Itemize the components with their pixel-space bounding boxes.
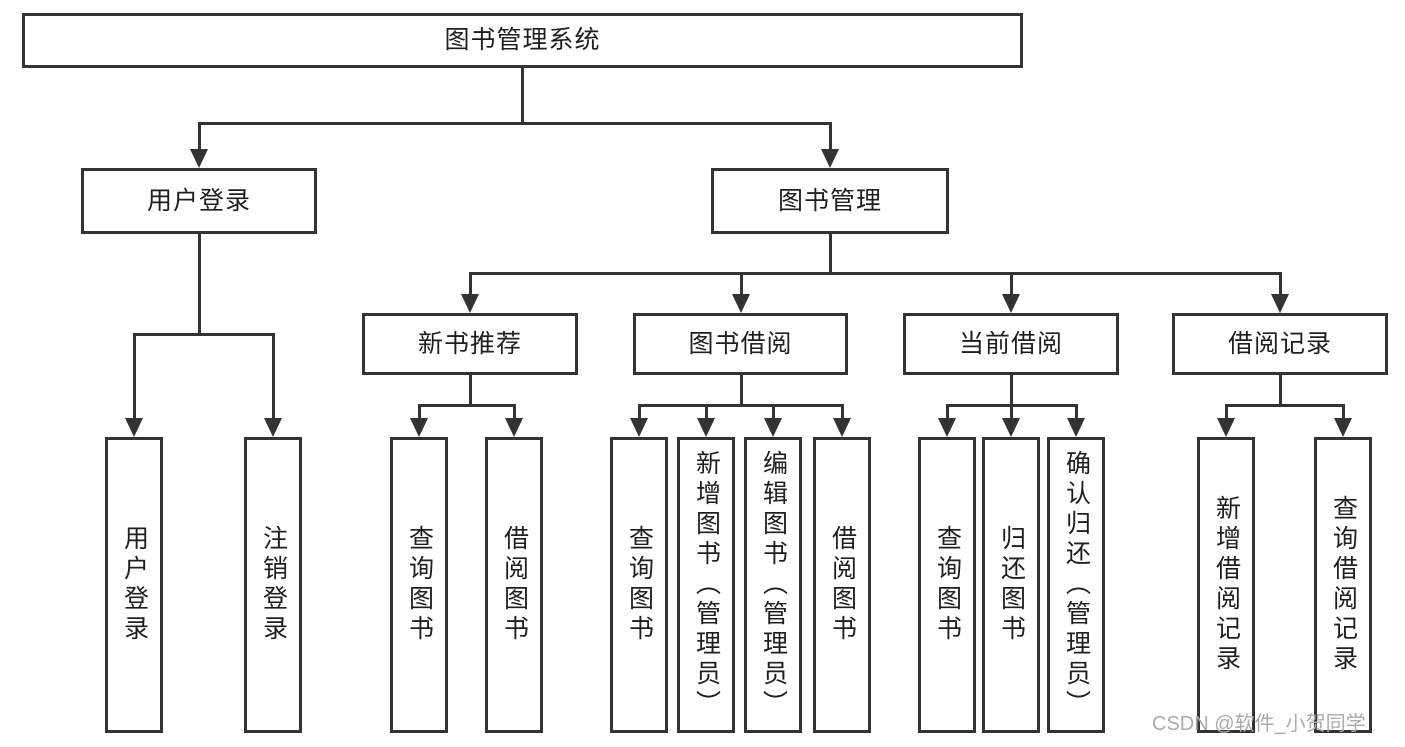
connector-line — [1342, 404, 1345, 421]
arrow-down-icon — [764, 418, 782, 437]
connector-line — [1010, 404, 1013, 421]
connector-line — [829, 234, 832, 275]
connector-line — [469, 272, 1282, 275]
connector-line — [1010, 272, 1013, 296]
connector-line — [198, 234, 201, 336]
connector-line — [133, 333, 136, 420]
connector-line — [1225, 404, 1228, 421]
watermark-text: CSDN @软件_小贺同学 — [1152, 713, 1366, 735]
connector-line — [513, 404, 516, 421]
node-label: 图书管理 — [777, 186, 882, 215]
connector-line — [198, 122, 201, 151]
node-label: 用户登录 — [120, 525, 149, 645]
connector-line — [1010, 374, 1013, 407]
connector-line — [638, 404, 844, 407]
node-label: 查询图书 — [933, 525, 962, 645]
arrow-down-icon — [410, 418, 428, 437]
connector-line — [1075, 404, 1078, 421]
connector-line — [705, 404, 708, 421]
leaf-edit-books-admin: 编辑图书（管理员） — [744, 437, 802, 733]
leaf-confirm-return-admin: 确认归还（管理员） — [1047, 437, 1105, 733]
connector-line — [740, 272, 743, 296]
arrow-down-icon — [461, 294, 479, 313]
leaf-query-books-borrowing: 查询图书 — [610, 437, 668, 733]
connector-line — [469, 272, 472, 296]
arrow-down-icon — [264, 418, 282, 437]
node-label: 归还图书 — [997, 525, 1026, 645]
arrow-down-icon — [505, 418, 523, 437]
arrow-down-icon — [1217, 418, 1235, 437]
connector-line — [272, 333, 275, 420]
connector-line — [133, 333, 275, 336]
arrow-down-icon — [732, 294, 750, 313]
leaf-query-borrow-record: 查询借阅记录 — [1314, 437, 1372, 733]
connector-line — [740, 374, 743, 407]
arrow-down-icon — [630, 418, 648, 437]
node-library-system: 图书管理系统 — [22, 13, 1023, 68]
connector-line — [638, 404, 641, 421]
connector-line — [1279, 374, 1282, 407]
leaf-borrow-books-recommend: 借阅图书 — [485, 437, 543, 733]
node-book-borrowing: 图书借阅 — [633, 313, 848, 375]
leaf-query-books-recommend: 查询图书 — [390, 437, 448, 733]
leaf-logout: 注销登录 — [244, 437, 302, 733]
connector-line — [1225, 404, 1345, 407]
node-label: 新增借阅记录 — [1212, 495, 1241, 675]
arrow-down-icon — [833, 418, 851, 437]
node-label: 确认归还（管理员） — [1062, 450, 1091, 720]
connector-line — [198, 122, 832, 125]
node-label: 查询图书 — [405, 525, 434, 645]
node-current-borrowing: 当前借阅 — [903, 313, 1119, 375]
arrow-down-icon — [125, 418, 143, 437]
leaf-user-login: 用户登录 — [105, 437, 163, 733]
connector-line — [829, 122, 832, 151]
node-new-book-recommend: 新书推荐 — [362, 313, 578, 375]
node-label: 借阅记录 — [1227, 329, 1332, 358]
connector-line — [841, 404, 844, 421]
node-label: 当前借阅 — [958, 329, 1063, 358]
node-book-management: 图书管理 — [711, 168, 949, 234]
arrow-down-icon — [821, 149, 839, 168]
connector-line — [418, 404, 516, 407]
node-label: 查询借阅记录 — [1329, 495, 1358, 675]
leaf-query-books-current: 查询图书 — [918, 437, 976, 733]
arrow-down-icon — [938, 418, 956, 437]
arrow-down-icon — [190, 149, 208, 168]
node-label: 用户登录 — [146, 186, 251, 215]
leaf-add-books-admin: 新增图书（管理员） — [677, 437, 735, 733]
arrow-down-icon — [1334, 418, 1352, 437]
connector-line — [946, 404, 949, 421]
node-label: 注销登录 — [259, 525, 288, 645]
node-user-login: 用户登录 — [81, 168, 317, 234]
node-borrowing-records: 借阅记录 — [1172, 313, 1388, 375]
node-label: 图书管理系统 — [444, 26, 601, 54]
leaf-return-books: 归还图书 — [982, 437, 1040, 733]
node-label: 借阅图书 — [500, 525, 529, 645]
connector-line — [469, 374, 472, 407]
connector-line — [418, 404, 421, 421]
connector-line — [772, 404, 775, 421]
arrow-down-icon — [1002, 294, 1020, 313]
node-label: 新书推荐 — [417, 329, 522, 358]
node-label: 借阅图书 — [828, 525, 857, 645]
connector-line — [521, 68, 524, 124]
arrow-down-icon — [1067, 418, 1085, 437]
node-label: 编辑图书（管理员） — [759, 450, 788, 720]
arrow-down-icon — [1271, 294, 1289, 313]
arrow-down-icon — [697, 418, 715, 437]
node-label: 查询图书 — [625, 525, 654, 645]
connector-line — [1279, 272, 1282, 296]
leaf-add-borrow-record: 新增借阅记录 — [1197, 437, 1255, 733]
arrow-down-icon — [1002, 418, 1020, 437]
node-label: 新增图书（管理员） — [692, 450, 721, 720]
node-label: 图书借阅 — [688, 329, 793, 358]
leaf-borrow-books-borrowing: 借阅图书 — [813, 437, 871, 733]
